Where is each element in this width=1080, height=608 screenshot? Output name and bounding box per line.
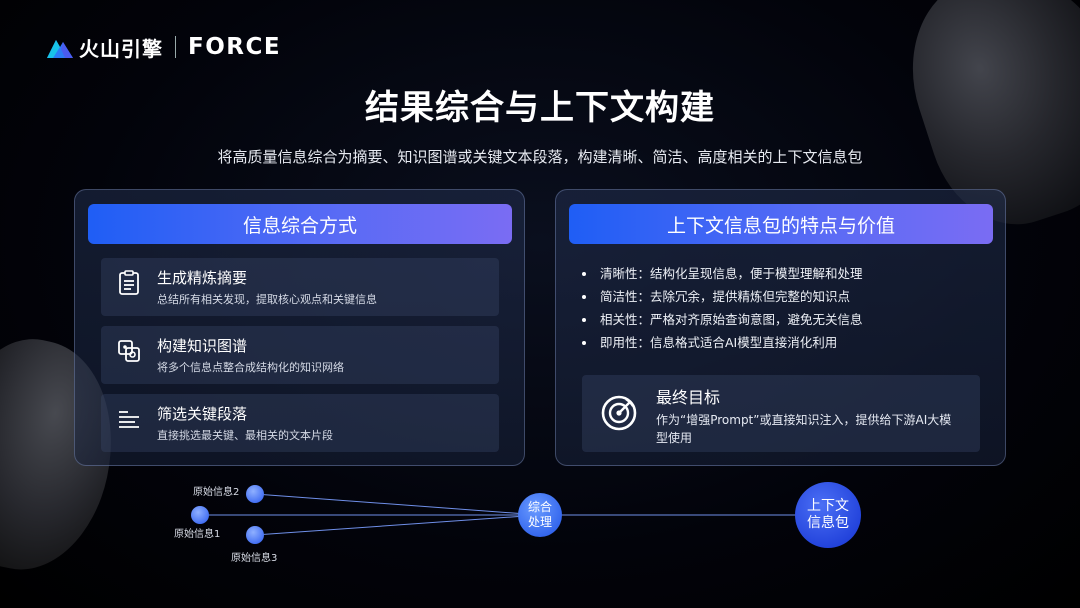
feature-item: 清晰性：结构化呈现信息，便于模型理解和处理 [580,262,863,285]
brand-divider [175,36,176,58]
hub-label-line: 综合 [527,500,552,514]
flow-connectors [191,482,861,548]
page-subtitle: 将高质量信息综合为摘要、知识图谱或关键文本段落，构建清晰、简洁、高度相关的上下文… [217,148,863,166]
target-icon [601,395,637,431]
method-title: 生成精炼摘要 [157,269,248,287]
method-item-summary: 生成精炼摘要 总结所有相关发现，提取核心观点和关键信息 [101,258,499,316]
output-label-line: 上下文 [807,498,849,514]
brand-name-en: FORCE [188,34,282,60]
flow-diagram: 原始信息2 原始信息1 原始信息3 综合 处理 上下文 信息包 [0,470,1080,608]
panel-heading: 上下文信息包的特点与价值 [569,204,993,244]
output-label-line: 信息包 [807,515,849,531]
feature-item: 相关性：严格对齐原始查询意图，避免无关信息 [580,308,863,331]
source-label: 原始信息2 [193,487,240,498]
method-desc: 直接挑选最关键、最相关的文本片段 [157,429,333,442]
filter-lines-icon [119,411,139,428]
goal-title: 最终目标 [656,388,721,407]
context-package-panel: 上下文信息包的特点与价值 清晰性：结构化呈现信息，便于模型理解和处理 简洁性：去… [555,189,1006,466]
source-node [246,526,264,544]
source-label: 原始信息1 [174,529,221,540]
synthesis-methods-panel: 信息综合方式 生成精炼摘要 总结所有相关发现，提取核心观点和关键信息 构建知识图… [74,189,525,466]
method-title: 筛选关键段落 [157,405,248,423]
volcano-logo-icon [47,40,73,58]
source-node [246,485,264,503]
brand-name-cn: 火山引擎 [79,36,163,61]
hub-label: 综合 处理 [518,500,562,530]
source-label: 原始信息3 [231,553,278,564]
method-item-knowledge-graph: 构建知识图谱 将多个信息点整合成结构化的知识网络 [101,326,499,384]
feature-item: 即用性：信息格式适合AI模型直接消化利用 [580,331,863,354]
page-title: 结果综合与上下文构建 [365,88,715,128]
final-goal-card: 最终目标 作为“增强Prompt”或直接知识注入，提供给下游AI大模型使用 [582,375,980,452]
graph-nodes-icon [118,340,140,362]
method-desc: 总结所有相关发现，提取核心观点和关键信息 [157,293,377,306]
output-label: 上下文 信息包 [796,498,860,532]
brand: 火山引擎 FORCE [47,34,282,61]
goal-desc: 作为“增强Prompt”或直接知识注入，提供给下游AI大模型使用 [656,413,952,445]
output-node [795,482,861,548]
source-node [191,506,209,524]
method-item-key-passages: 筛选关键段落 直接挑选最关键、最相关的文本片段 [101,394,499,452]
method-title: 构建知识图谱 [157,337,248,355]
hub-label-line: 处理 [527,515,552,529]
feature-list: 清晰性：结构化呈现信息，便于模型理解和处理 简洁性：去除冗余，提供精炼但完整的知… [580,262,863,354]
feature-item: 简洁性：去除冗余，提供精炼但完整的知识点 [580,285,863,308]
hub-node [518,493,562,537]
document-list-icon [119,270,139,295]
method-desc: 将多个信息点整合成结构化的知识网络 [157,361,344,374]
panel-heading: 信息综合方式 [88,204,512,244]
